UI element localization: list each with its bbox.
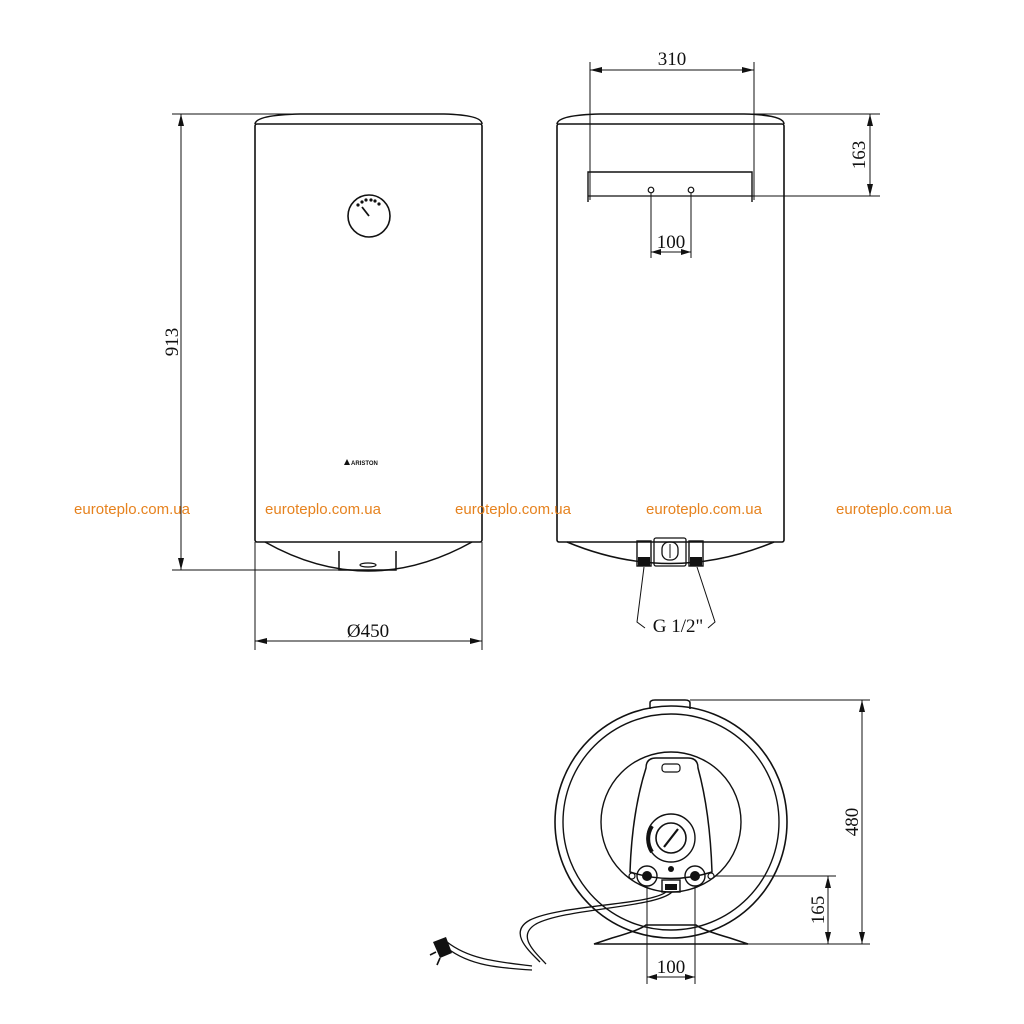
back-view: 310 163 100 G 1/2" xyxy=(556,49,880,637)
thermostat-knob-icon xyxy=(655,822,687,854)
pipe-connectors xyxy=(636,537,704,567)
watermark-text: euroteplo.com.ua xyxy=(455,501,572,518)
brand-logo-icon xyxy=(344,459,350,465)
bottom-inner-ring xyxy=(562,713,780,931)
dim-bottom-height: 480 xyxy=(690,699,870,945)
front-bottom-connector xyxy=(338,551,397,571)
front-top-cap xyxy=(254,113,483,125)
watermark-text: euroteplo.com.ua xyxy=(74,501,191,518)
mounting-bracket xyxy=(587,171,753,202)
bracket-hole-icon xyxy=(647,186,655,194)
back-body xyxy=(556,123,785,543)
dim-bracket-width: 100 xyxy=(650,193,692,258)
dim-width-top-label: 310 xyxy=(658,49,687,70)
back-bottom-cap xyxy=(566,541,775,565)
dim-height-bracket-label: 163 xyxy=(849,141,870,170)
bottom-view: 480 165 100 xyxy=(429,699,870,984)
brand-logo: ARISTON xyxy=(344,459,378,467)
brand-logo-text: ARISTON xyxy=(351,461,378,467)
bracket-hole-icon xyxy=(687,186,695,194)
dim-height-total-label: 913 xyxy=(162,328,183,357)
dim-bottom-offset: 165 xyxy=(714,875,836,944)
dim-width-top: 310 xyxy=(589,49,755,200)
watermark-text: euroteplo.com.ua xyxy=(265,501,382,518)
dim-diameter: Ø450 xyxy=(254,542,483,650)
bottom-outer-ring xyxy=(554,705,788,939)
front-bottom-cap xyxy=(264,541,473,572)
bottom-top-cap xyxy=(649,699,691,709)
thermometer-gauge-icon xyxy=(347,194,391,238)
dim-bottom-height-label: 480 xyxy=(842,808,863,837)
dim-diameter-label: Ø450 xyxy=(347,621,389,642)
front-body xyxy=(254,123,483,543)
watermark-row: euroteplo.com.ua euroteplo.com.ua eurote… xyxy=(74,501,953,518)
dim-thread-label: G 1/2" xyxy=(653,616,704,637)
dim-bottom-width: 100 xyxy=(646,886,696,984)
watermark-text: euroteplo.com.ua xyxy=(836,501,953,518)
control-panel xyxy=(629,757,713,880)
dim-bottom-offset-label: 165 xyxy=(808,896,829,925)
dim-height-bracket: 163 xyxy=(744,113,880,197)
back-top-cap xyxy=(556,113,785,125)
front-connector-hole xyxy=(359,562,377,568)
dim-bracket-width-label: 100 xyxy=(657,232,686,253)
dim-bottom-width-label: 100 xyxy=(657,957,686,978)
watermark-text: euroteplo.com.ua xyxy=(646,501,763,518)
dim-thread: G 1/2" xyxy=(636,566,716,637)
mounting-foot xyxy=(593,924,749,945)
front-view: ARISTON 913 Ø450 xyxy=(162,113,483,650)
power-plug-icon xyxy=(429,937,452,966)
dim-height-total: 913 xyxy=(162,113,339,571)
